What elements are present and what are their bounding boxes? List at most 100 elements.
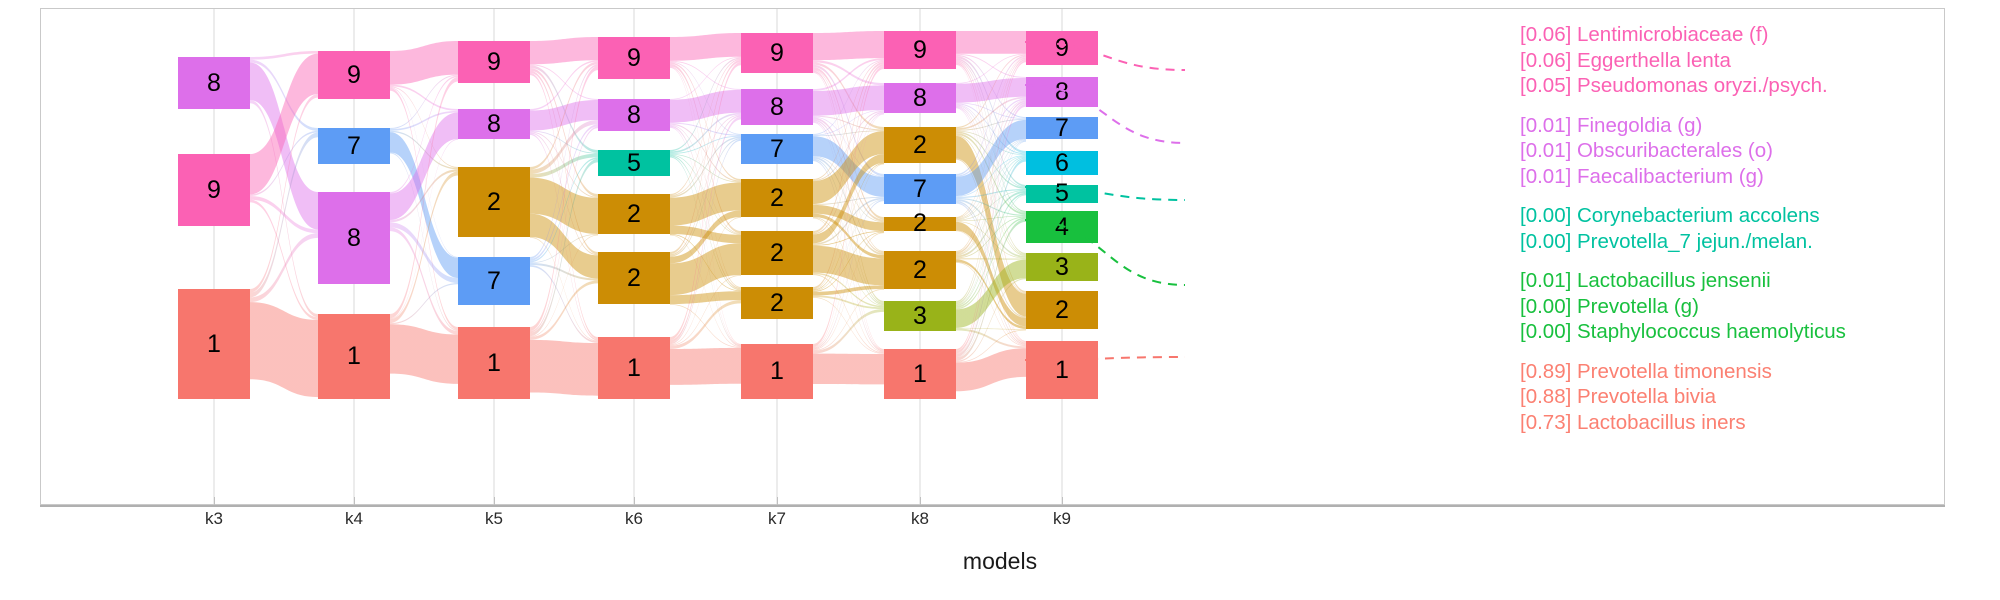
x-axis-line [40, 505, 1945, 507]
node-k9-2-7[interactable]: 2 [1026, 291, 1098, 329]
node-k7-9-0[interactable]: 9 [741, 33, 813, 73]
node-k9-4-5[interactable]: 4 [1026, 211, 1098, 243]
node-label: 9 [347, 60, 361, 89]
flow-ribbon [813, 232, 884, 351]
flow-ribbon [956, 158, 1026, 358]
legend-row: [0.01] Obscuribacterales (o) [1520, 139, 1773, 162]
flow-ribbon [956, 328, 1026, 349]
flow-ribbon [813, 113, 884, 290]
node-k7-7-2[interactable]: 7 [741, 134, 813, 164]
node-k5-1-4[interactable]: 1 [458, 327, 530, 399]
flow-ribbon [813, 113, 884, 348]
node-k6-1-5[interactable]: 1 [598, 337, 670, 399]
flow-ribbon [390, 74, 458, 130]
flow-ribbon [813, 66, 884, 347]
node-k8-2-4[interactable]: 2 [884, 210, 956, 235]
node-k8-1-7[interactable]: 1 [884, 349, 956, 399]
flow-ribbon [956, 55, 1026, 154]
node-k4-8-2[interactable]: 8 [318, 192, 390, 284]
flow-ribbon [670, 275, 741, 346]
flow-ribbon [813, 309, 884, 354]
node-k6-2-4[interactable]: 2 [598, 252, 670, 304]
node-k8-8-1[interactable]: 8 [884, 83, 956, 113]
flow-ribbon [956, 106, 1026, 294]
flow-ribbon [390, 132, 458, 278]
node-k9-9-0[interactable]: 9 [1026, 31, 1098, 65]
flow-ribbon [956, 278, 1026, 362]
tick-notch-k6 [634, 497, 635, 505]
node-k8-9-0[interactable]: 9 [884, 31, 956, 69]
tick-notch-k5 [494, 497, 495, 505]
node-k5-9-0[interactable]: 9 [458, 41, 530, 83]
node-k5-2-2[interactable]: 2 [458, 167, 530, 237]
node-k3-9-1[interactable]: 9 [178, 154, 250, 226]
node-k6-8-1[interactable]: 8 [598, 99, 670, 131]
flow-ribbon [813, 61, 884, 234]
node-k6-9-0[interactable]: 9 [598, 37, 670, 79]
tick-notch-k9 [1062, 497, 1063, 505]
node-label: 7 [770, 134, 784, 163]
node-k3-8-0[interactable]: 8 [178, 57, 250, 109]
node-k4-7-1[interactable]: 7 [318, 128, 390, 164]
flow-ribbon [390, 77, 458, 319]
x-axis-title: models [962, 548, 1038, 574]
node-k6-5-2[interactable]: 5 [598, 150, 670, 176]
node-k7-1-6[interactable]: 1 [741, 344, 813, 399]
node-k8-2-2[interactable]: 2 [884, 127, 956, 163]
node-k4-9-0[interactable]: 9 [318, 51, 390, 99]
flow-ribbon [813, 199, 884, 292]
flow-ribbon [670, 114, 741, 197]
flow-ribbon [956, 329, 1026, 363]
flow-ribbon [956, 218, 1026, 361]
node-k7-8-1[interactable]: 8 [741, 89, 813, 125]
flow-ribbon [956, 103, 1026, 155]
flow-ribbon [390, 222, 458, 284]
node-label: 7 [347, 131, 361, 160]
node-label: 1 [627, 353, 641, 382]
node-k9-1-8[interactable]: 1 [1026, 341, 1098, 399]
flow-ribbon [250, 100, 318, 318]
flow-ribbon [670, 156, 741, 347]
flow-ribbon [670, 57, 741, 152]
flow-ribbon [813, 285, 884, 296]
node-k9-5-4[interactable]: 5 [1026, 180, 1098, 205]
node-k6-2-3[interactable]: 2 [598, 194, 670, 234]
node-k5-7-3[interactable]: 7 [458, 257, 530, 305]
node-k9-7-2[interactable]: 7 [1026, 115, 1098, 140]
node-k9-3-6[interactable]: 3 [1026, 253, 1098, 281]
flow-ribbon [956, 221, 1026, 327]
flow-ribbon [390, 86, 458, 168]
flow-ribbon [670, 58, 741, 196]
node-k8-3-6[interactable]: 3 [884, 301, 956, 331]
flow-ribbon [956, 157, 1026, 307]
node-k9-8-1[interactable]: 8 [1026, 77, 1098, 107]
flow-ribbon [813, 295, 884, 310]
node-label: 2 [627, 199, 641, 228]
node-k9-6-3[interactable]: 6 [1026, 150, 1098, 175]
flow-ribbon [390, 139, 458, 320]
legend: [0.06] Lentimicrobiaceae (f)[0.06] Egger… [1520, 22, 1990, 449]
flow-ribbons [213, 9, 1063, 504]
flow-ribbon [670, 122, 741, 136]
flow-ribbon [813, 289, 884, 351]
x-tick-k8: k8 [911, 509, 929, 528]
node-k7-2-3[interactable]: 2 [741, 179, 813, 217]
flow-ribbon [530, 66, 598, 332]
x-tick-k4: k4 [345, 509, 363, 528]
node-k8-2-5[interactable]: 2 [884, 251, 956, 289]
flow-ribbon [390, 112, 458, 220]
node-k7-2-4[interactable]: 2 [741, 231, 813, 275]
node-k8-7-3[interactable]: 7 [884, 174, 956, 204]
node-k5-8-1[interactable]: 8 [458, 109, 530, 139]
node-k7-2-5[interactable]: 2 [741, 287, 813, 319]
flow-ribbon [530, 158, 598, 337]
flow-ribbon [250, 302, 318, 398]
node-k3-1-2[interactable]: 1 [178, 289, 250, 399]
flow-ribbon [956, 31, 1026, 54]
flow-ribbon [530, 130, 598, 154]
x-tick-k5: k5 [485, 509, 503, 528]
node-k4-1-3[interactable]: 1 [318, 314, 390, 399]
node-label: 9 [770, 38, 784, 67]
node-label: 5 [627, 148, 641, 177]
flow-ribbon [670, 243, 741, 296]
